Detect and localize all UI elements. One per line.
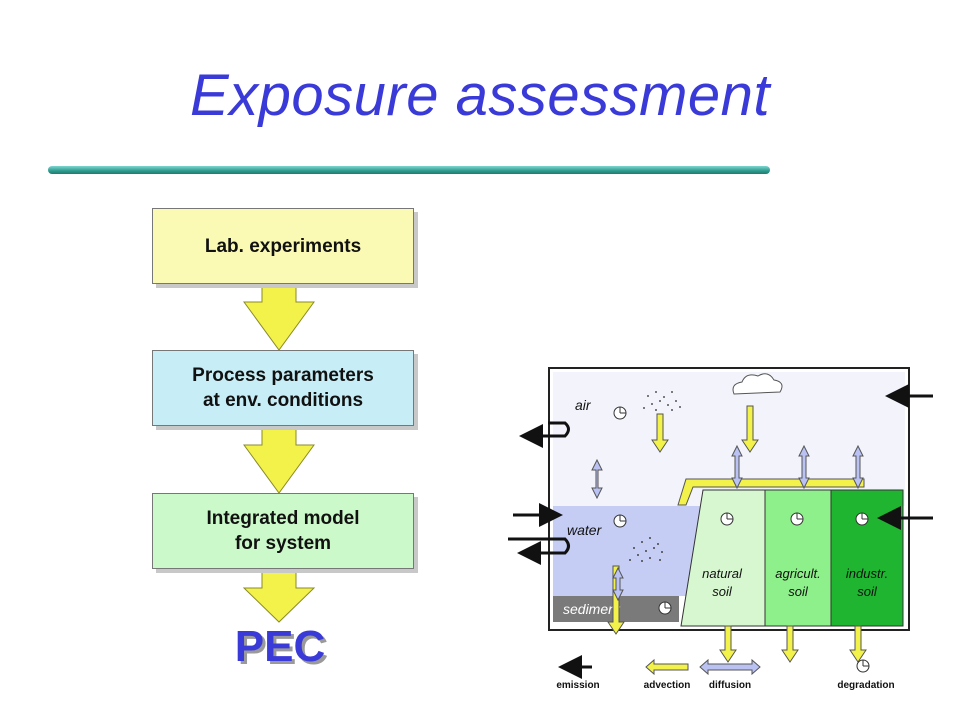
air-label: air xyxy=(575,397,592,413)
slide-title: Exposure assessment xyxy=(189,63,771,128)
integrated-model-line2: for system xyxy=(234,533,332,554)
indus-soil-label-1: industr. xyxy=(846,566,888,581)
water-label: water xyxy=(567,522,603,538)
agricultural-soil-compartment xyxy=(764,489,832,627)
rain-icon xyxy=(643,391,681,411)
agri-soil-label-1: agricult. xyxy=(775,566,821,581)
water-compartment xyxy=(553,506,703,596)
legend-degradation: degradation xyxy=(837,680,894,691)
natural-soil-label-2: soil xyxy=(712,584,733,599)
industrial-soil-compartment xyxy=(830,489,904,627)
process-parameters-line1: Process parameters xyxy=(192,365,374,386)
legend-advection: advection xyxy=(644,680,691,691)
process-parameters-box: Process parameters at env. conditions xyxy=(152,350,414,426)
water-particles-icon xyxy=(629,537,663,562)
natural-soil-label-1: natural xyxy=(702,566,743,581)
agri-soil-label-2: soil xyxy=(788,584,809,599)
title-underline xyxy=(48,166,770,174)
emission-arrows xyxy=(508,384,933,565)
pec-result: PEC xyxy=(234,622,326,671)
advection-path xyxy=(677,478,865,506)
process-parameters-line2: at env. conditions xyxy=(202,390,364,411)
legend-emission: emission xyxy=(556,680,599,691)
lab-experiments-label: Lab. experiments xyxy=(204,235,362,257)
integrated-model-box: Integrated model for system xyxy=(152,493,414,569)
sediment-label: sediment xyxy=(563,601,621,617)
flow-arrow-1 xyxy=(243,281,315,351)
lab-experiments-box: Lab. experiments xyxy=(152,208,414,284)
diffusion-arrows xyxy=(591,444,864,602)
legend-diffusion: diffusion xyxy=(709,680,751,691)
indus-soil-label-2: soil xyxy=(857,584,878,599)
legend: emission advection diffusion degradation xyxy=(556,655,895,691)
flow-arrow-2 xyxy=(243,423,315,494)
flow-arrow-3 xyxy=(242,566,316,623)
integrated-model-line1: Integrated model xyxy=(206,508,360,529)
degradation-icons xyxy=(613,406,869,615)
cloud-icon xyxy=(732,373,783,395)
